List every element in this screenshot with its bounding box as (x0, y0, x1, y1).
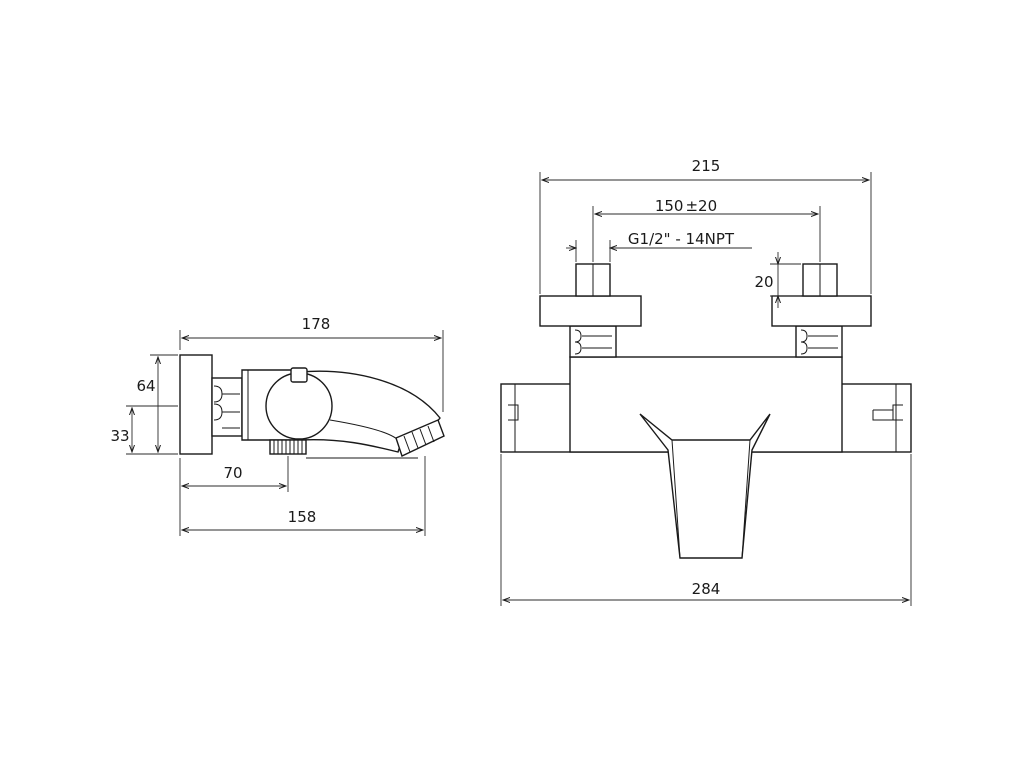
dim-label-158: 158 (288, 508, 317, 526)
front-view: 215 150±20 G1/2" - 14NPT 20 (500, 157, 912, 606)
connector-nut (211, 377, 243, 437)
dim-label-284: 284 (692, 580, 721, 598)
side-view: 178 64 33 70 158 (110, 315, 445, 536)
dim-thread: G1/2" - 14NPT (566, 230, 752, 262)
dim-label-64: 64 (136, 377, 155, 395)
dim-body-width: 284 (500, 454, 912, 606)
dim-total-length: 178 (179, 315, 444, 412)
dim-outlet-height: 33 (110, 405, 178, 452)
dim-label-thread: G1/2" - 14NPT (628, 230, 735, 248)
dim-label-20: 20 (754, 273, 773, 291)
dim-label-33: 33 (110, 427, 129, 445)
nut-detail (213, 385, 240, 429)
dim-spout-length: 158 (182, 456, 426, 536)
dim-outer-width: 215 (539, 157, 872, 294)
control-knob (265, 372, 333, 440)
dim-connector-depth: 20 (754, 252, 801, 308)
dim-centers: 150±20 (592, 197, 821, 262)
wall-flange (179, 354, 213, 455)
shower-outlet-thread (269, 439, 307, 455)
dim-height: 64 (126, 354, 178, 455)
knob-indicator (290, 367, 308, 383)
left-flange (539, 295, 642, 327)
dim-label-150: 150±20 (655, 197, 717, 215)
dim-outlet-offset: 70 (179, 456, 289, 536)
dim-label-178: 178 (302, 315, 331, 333)
central-block (569, 356, 843, 453)
right-flange (771, 295, 872, 327)
dim-label-70: 70 (223, 464, 242, 482)
dim-label-215: 215 (692, 157, 721, 175)
